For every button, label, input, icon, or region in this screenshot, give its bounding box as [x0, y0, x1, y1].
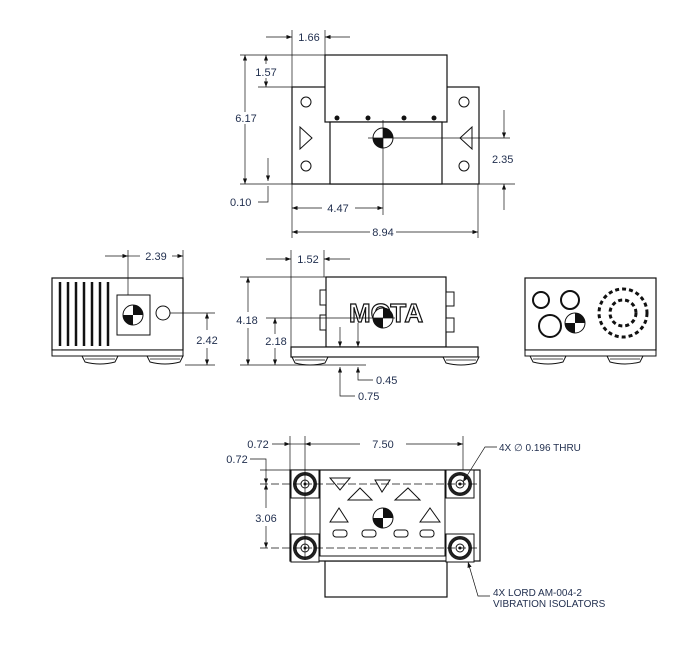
dim-1-52: 1.52 — [297, 254, 318, 266]
dim-4-18: 4.18 — [236, 315, 257, 327]
dim-2-39: 2.39 — [145, 251, 166, 263]
dim-8-94: 8.94 — [372, 227, 393, 239]
dim-0-72-vertical: 0.72 — [226, 454, 247, 466]
isolator-callout-line1: 4X LORD AM-004-2 — [493, 588, 582, 599]
dim-1-57: 1.57 — [255, 67, 276, 79]
top-view: 1.66 1.57 6.17 0.10 4.47 8.94 2.35 — [230, 30, 515, 239]
dim-4-47: 4.47 — [327, 203, 348, 215]
isolator-callout-line2: VIBRATION ISOLATORS — [493, 599, 606, 610]
hole-callout: 4X ∅ 0.196 THRU — [499, 443, 581, 454]
dim-0-72-horizontal: 0.72 — [247, 439, 268, 451]
side-view: ATOM 1.52 4.18 2.18 0.45 0.75 — [236, 250, 480, 403]
dim-3-06: 3.06 — [255, 513, 276, 525]
dim-6-17: 6.17 — [235, 113, 256, 125]
bottom-view: 0.72 7.50 0.72 3.06 4X ∅ 0.196 THRU 4X L… — [226, 436, 606, 610]
right-view — [524, 277, 657, 365]
dim-7-50: 7.50 — [372, 439, 393, 451]
dim-0-10: 0.10 — [230, 197, 251, 209]
dim-0-45: 0.45 — [376, 375, 397, 387]
dim-2-42: 2.42 — [196, 335, 217, 347]
dim-2-18: 2.18 — [265, 336, 286, 348]
dim-2-35: 2.35 — [492, 154, 513, 166]
left-view: 2.39 2.42 — [51, 250, 218, 366]
dim-1-66: 1.66 — [298, 32, 319, 44]
dim-0-75: 0.75 — [358, 391, 379, 403]
